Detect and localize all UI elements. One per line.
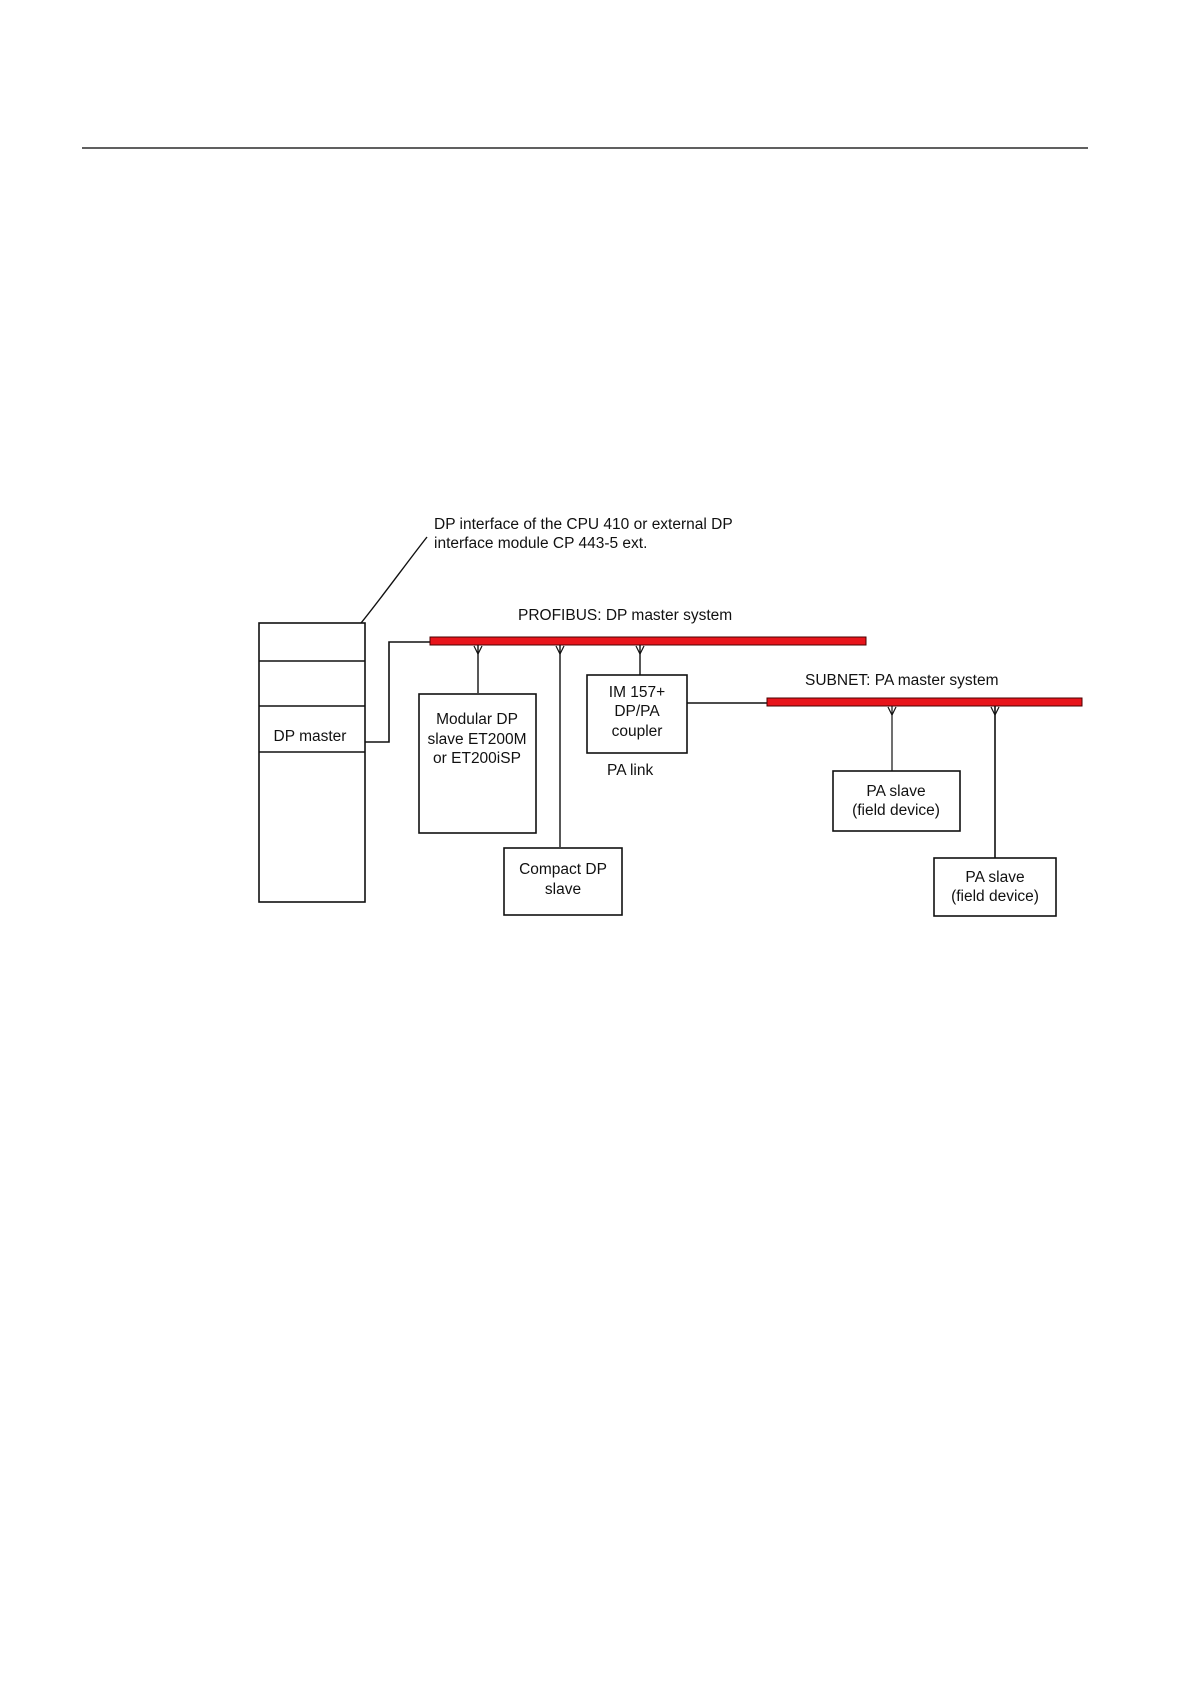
pa-link-caption: PA link bbox=[607, 762, 653, 779]
modular-slave-line-2: slave ET200M bbox=[427, 731, 526, 748]
pa-bus bbox=[767, 698, 1082, 706]
pa-slave-1-line-1: PA slave bbox=[866, 783, 925, 800]
bus-tap bbox=[474, 645, 482, 693]
dp-master-label: DP master bbox=[274, 728, 347, 745]
bus-tap bbox=[636, 645, 644, 675]
pa-slave-box: PA slave (field device) bbox=[833, 771, 960, 831]
callout-text-line-1: DP interface of the CPU 410 or external … bbox=[434, 516, 733, 533]
coupler-line-3: coupler bbox=[612, 723, 663, 740]
pa-slave-1-line-2: (field device) bbox=[852, 802, 940, 819]
modular-slave-line-1: Modular DP bbox=[436, 711, 518, 728]
compact-slave-line-1: Compact DP bbox=[519, 861, 607, 878]
modular-dp-slave-box: Modular DP slave ET200M or ET200iSP bbox=[419, 694, 536, 833]
pa-slave-2-line-2: (field device) bbox=[951, 888, 1039, 905]
compact-dp-slave-box: Compact DP slave bbox=[504, 848, 622, 915]
pa-bus-label: SUBNET: PA master system bbox=[805, 672, 999, 689]
pa-slave-box: PA slave (field device) bbox=[934, 858, 1056, 916]
dp-pa-coupler-box: IM 157+ DP/PA coupler bbox=[587, 675, 687, 753]
compact-slave-line-2: slave bbox=[545, 881, 581, 898]
coupler-line-1: IM 157+ bbox=[609, 684, 665, 701]
bus-tap bbox=[556, 645, 564, 847]
bus-tap bbox=[888, 706, 896, 771]
modular-slave-line-3: or ET200iSP bbox=[433, 750, 521, 767]
callout-text-line-2: interface module CP 443-5 ext. bbox=[434, 535, 647, 552]
pa-slave-2-line-1: PA slave bbox=[965, 869, 1024, 886]
dp-bus-label: PROFIBUS: DP master system bbox=[518, 607, 732, 624]
rack: DP master bbox=[259, 623, 365, 902]
bus-tap bbox=[991, 706, 999, 858]
coupler-line-2: DP/PA bbox=[614, 703, 660, 720]
dp-bus bbox=[430, 637, 866, 645]
